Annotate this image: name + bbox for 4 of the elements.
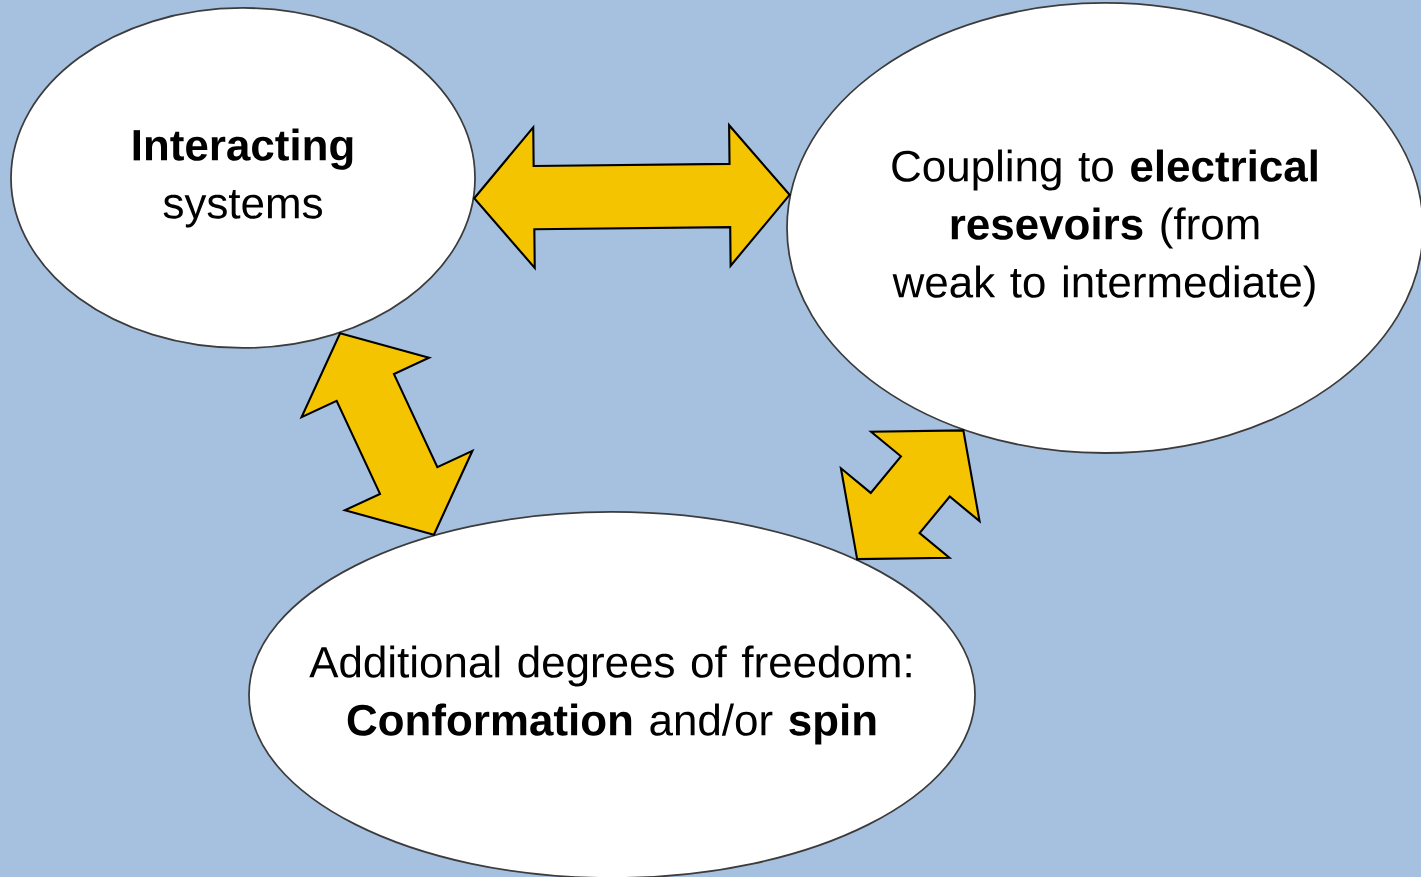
ellipse-node: Additional degrees of freedom: Conformation and/or spin (248, 511, 976, 877)
ellipse-node: Interacting systems (10, 7, 476, 349)
ellipse-node: Coupling to electrical resevoirs (from weak to intermediate) (786, 2, 1421, 454)
double-arrow (839, 429, 982, 561)
